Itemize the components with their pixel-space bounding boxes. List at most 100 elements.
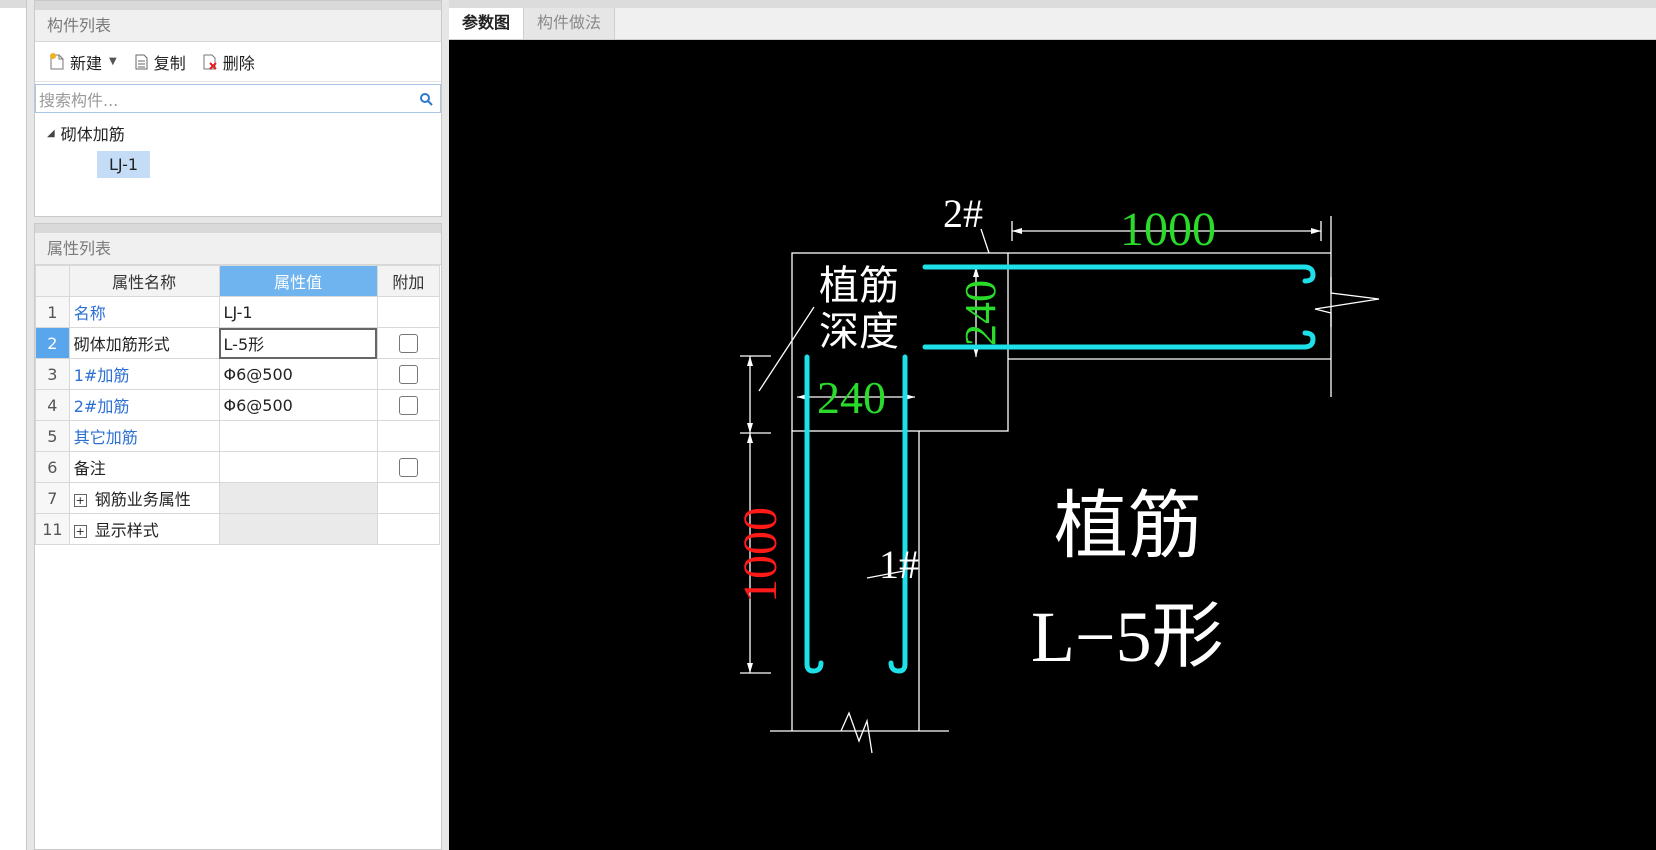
- copy-button[interactable]: 复制: [127, 47, 192, 77]
- diagram-title: 植筋: [1054, 486, 1202, 568]
- property-name: 2#加筋: [73, 397, 130, 416]
- parameter-diagram-svg: 2# 1000 植筋 深度 240 240 1000 1# 植筋 L−5形: [734, 191, 1380, 754]
- delete-icon: [202, 53, 218, 71]
- row-index: 6: [35, 451, 70, 483]
- component-tree: ◢ 砌体加筋 LJ-1: [35, 113, 441, 178]
- chevron-down-icon[interactable]: ▼: [109, 56, 117, 67]
- row-index: 4: [35, 389, 70, 421]
- delete-button-label: 删除: [222, 53, 255, 73]
- rebar-1-left: [804, 354, 824, 674]
- component-list-panel: 构件列表 新建 ▼ 复制 删除 搜索: [34, 0, 442, 217]
- tree-item-lj-1[interactable]: LJ-1: [97, 151, 151, 178]
- extra-cell: [376, 358, 441, 390]
- row-index: 1: [35, 296, 70, 328]
- row-index: 5: [35, 420, 70, 452]
- property-name: 名称: [73, 304, 106, 323]
- search-icon[interactable]: [412, 86, 440, 112]
- tree-group-label: 砌体加筋: [60, 125, 125, 144]
- extra-cell: [376, 296, 441, 328]
- rebar-1-right: [888, 354, 908, 674]
- rebar-2-bottom: [922, 330, 1316, 350]
- tab-component-method[interactable]: 构件做法: [524, 7, 616, 39]
- extra-checkbox[interactable]: [398, 396, 418, 415]
- property-value-cell[interactable]: Φ6@500: [218, 358, 378, 390]
- search-box[interactable]: 搜索构件...: [35, 84, 441, 113]
- property-name-cell[interactable]: 砌体加筋形式: [68, 327, 220, 359]
- table-header-row: 属性名称 属性值 附加: [35, 265, 441, 297]
- new-button[interactable]: 新建 ▼: [43, 47, 123, 77]
- property-value-cell[interactable]: [218, 451, 378, 483]
- property-name-cell[interactable]: 其它加筋: [68, 420, 220, 452]
- dimension-horizontal-240: 240: [817, 372, 886, 423]
- property-value-cell[interactable]: Φ6@500: [218, 389, 378, 421]
- column-header-value[interactable]: 属性值: [218, 265, 378, 297]
- new-button-label: 新建: [70, 53, 103, 73]
- extra-cell: [376, 451, 441, 483]
- copy-icon: [133, 53, 149, 71]
- extra-checkbox[interactable]: [398, 334, 418, 353]
- rebar-2-top: [922, 264, 1316, 284]
- property-value-cell[interactable]: [218, 482, 378, 514]
- table-row[interactable]: 7+ 钢筋业务属性: [35, 482, 441, 514]
- component-list-title: 构件列表: [35, 10, 441, 42]
- property-name: 备注: [73, 459, 106, 478]
- wall-outline: [740, 216, 1380, 754]
- rebar-shapes: [804, 264, 1316, 674]
- property-name: 砌体加筋形式: [73, 335, 170, 354]
- property-name-cell[interactable]: 1#加筋: [68, 358, 220, 390]
- table-row[interactable]: 11+ 显示样式: [35, 513, 441, 545]
- property-name: 1#加筋: [73, 366, 130, 385]
- drawing-top-strip: [449, 0, 1656, 8]
- property-value-cell[interactable]: [218, 513, 378, 545]
- column-header-extra[interactable]: 附加: [376, 265, 441, 297]
- copy-button-label: 复制: [153, 53, 186, 73]
- column-header-name[interactable]: 属性名称: [68, 265, 220, 297]
- property-value-cell[interactable]: [218, 420, 378, 452]
- anchor-depth-label-line2: 深度: [819, 309, 899, 354]
- index-header: [35, 265, 70, 297]
- extra-cell: [376, 482, 441, 514]
- property-name-cell[interactable]: + 显示样式: [68, 513, 220, 545]
- corner-block: [791, 252, 1009, 432]
- property-name-cell[interactable]: 2#加筋: [68, 389, 220, 421]
- splitter[interactable]: [27, 0, 34, 850]
- property-value-cell[interactable]: LJ-1: [218, 296, 378, 328]
- panel-top-strip: [35, 1, 441, 10]
- extra-cell: [376, 389, 441, 421]
- extra-checkbox[interactable]: [398, 365, 418, 384]
- property-name-cell[interactable]: 备注: [68, 451, 220, 483]
- component-toolbar: 新建 ▼ 复制 删除: [35, 42, 441, 82]
- property-name-cell[interactable]: + 钢筋业务属性: [68, 482, 220, 514]
- row-index: 11: [35, 513, 70, 545]
- property-name: 显示样式: [94, 521, 159, 540]
- collapse-triangle-icon[interactable]: ◢: [47, 127, 55, 139]
- left-panel-edge: [0, 0, 27, 850]
- property-name: 钢筋业务属性: [94, 490, 191, 509]
- tab-parameter-diagram[interactable]: 参数图: [449, 7, 525, 39]
- search-input[interactable]: 搜索构件...: [39, 90, 119, 110]
- tree-group-node[interactable]: ◢ 砌体加筋: [47, 119, 441, 147]
- parameter-diagram-canvas[interactable]: 2# 1000 植筋 深度 240 240 1000 1# 植筋 L−5形: [449, 41, 1656, 850]
- expand-plus-icon[interactable]: +: [73, 525, 87, 538]
- new-file-icon: [49, 52, 65, 71]
- property-value-input[interactable]: L-5形: [218, 327, 378, 359]
- property-name: 其它加筋: [73, 428, 138, 447]
- dimension-vertical-240: 240: [956, 280, 1005, 346]
- delete-button[interactable]: 删除: [196, 47, 261, 77]
- rebar-2-label: 2#: [943, 191, 983, 236]
- dimension-top-length: 1000: [1120, 203, 1216, 256]
- extra-checkbox[interactable]: [398, 458, 418, 477]
- expand-plus-icon[interactable]: +: [73, 494, 87, 507]
- property-name-cell[interactable]: 名称: [68, 296, 220, 328]
- row-index: 7: [35, 482, 70, 514]
- drawing-area: 参数图 构件做法: [449, 0, 1656, 850]
